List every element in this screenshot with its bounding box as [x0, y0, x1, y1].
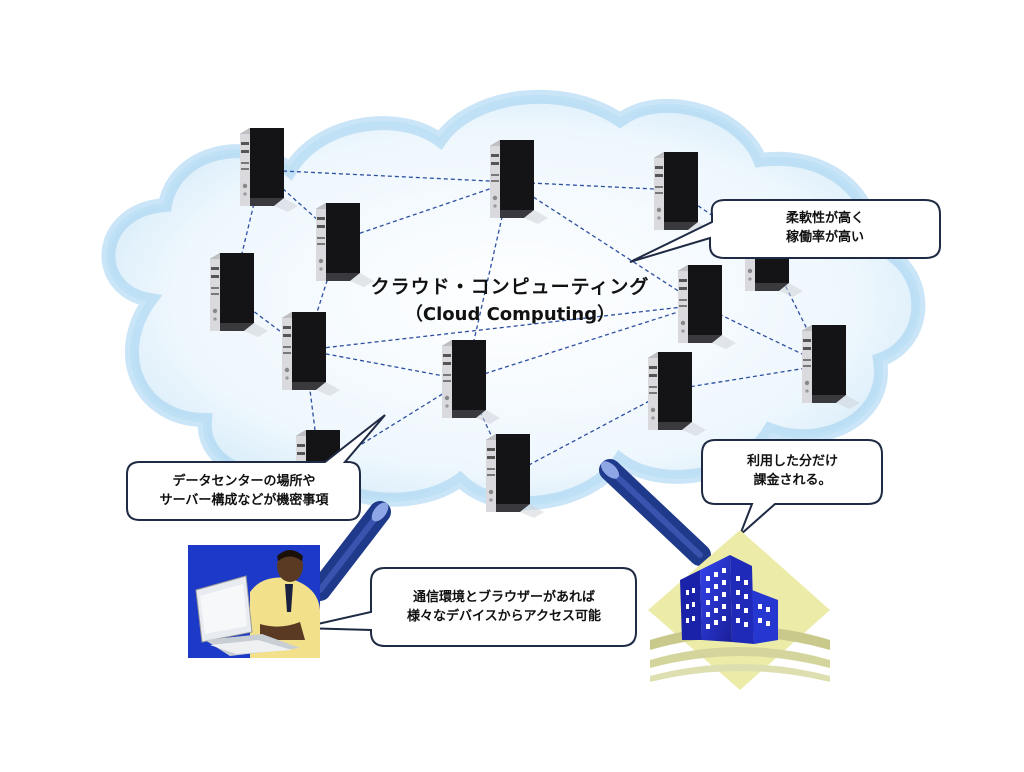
diagram-title: クラウド・コンピューティング	[370, 276, 650, 298]
callout-confidential-text: データセンターの場所や サーバー構成などが機密事項	[130, 472, 358, 510]
callout-billing-text: 利用した分だけ 課金される。	[705, 452, 880, 490]
callout-access	[299, 567, 637, 647]
pipe-to-building	[599, 459, 711, 566]
callout-line: データセンターの場所や	[172, 474, 316, 489]
callout-line: サーバー構成などが機密事項	[159, 493, 329, 508]
diagram-subtitle: （Cloud Computing）	[404, 304, 616, 325]
callout-billing	[701, 439, 883, 536]
pipe-to-user	[309, 501, 391, 601]
callout-confidential	[126, 414, 386, 521]
callout-line: 柔軟性が高く	[785, 211, 864, 226]
user-at-computer-icon	[188, 545, 320, 658]
callout-line: 様々なデバイスからアクセス可能	[407, 609, 601, 624]
callout-line: 課金される。	[753, 473, 832, 488]
callout-access-text: 通信環境とブラウザーがあれば 様々なデバイスからアクセス可能	[375, 588, 633, 626]
callout-flexibility	[629, 199, 941, 263]
callout-flexibility-text: 柔軟性が高く 稼働率が高い	[720, 209, 930, 247]
callout-line: 稼働率が高い	[785, 230, 864, 245]
office-building-icon	[648, 530, 830, 690]
connector-pipes	[309, 459, 711, 601]
callout-line: 利用した分だけ	[746, 454, 838, 469]
callout-line: 通信環境とブラウザーがあれば	[412, 590, 595, 605]
